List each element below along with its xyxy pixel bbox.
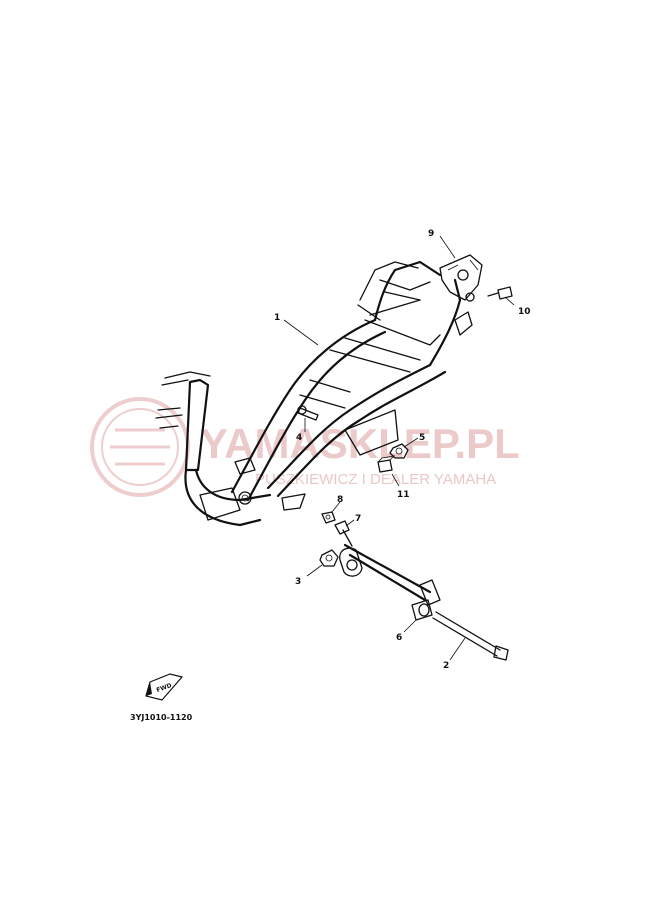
long-bolt-2: [432, 611, 509, 661]
engine-hanger-link: [339, 543, 441, 606]
callout-labels: 1 2 3 4 5 6 7 8 9 10 11: [274, 229, 531, 671]
stud-bolt-4: [297, 405, 319, 421]
main-frame: [155, 260, 473, 527]
callout-4: 4: [296, 433, 302, 443]
callout-9: 9: [428, 229, 434, 239]
bolt-10: [487, 286, 513, 300]
callout-7: 7: [355, 514, 361, 524]
callout-6: 6: [396, 633, 402, 643]
nut-3: [319, 549, 339, 567]
watermark-logo-icon: [90, 397, 190, 497]
watermark: YAMASKLEP.PL PUSZKIEWICZ I DEALER YAMAHA: [90, 397, 520, 497]
callout-8: 8: [337, 495, 343, 505]
bushing-6: [411, 599, 433, 621]
engine-mount-bracket: [439, 254, 483, 302]
fwd-arrow-icon: FWD: [145, 673, 184, 701]
collar-11: [377, 455, 396, 473]
watermark-subtitle: PUSZKIEWICZ I DEALER YAMAHA: [255, 471, 496, 488]
nut-8: [321, 511, 336, 524]
leader-lines: [283, 235, 515, 661]
callout-2: 2: [443, 661, 449, 671]
callout-10: 10: [518, 307, 531, 317]
bolt-7: [334, 520, 353, 547]
fwd-label: FWD: [156, 682, 173, 694]
watermark-brand: YAMASKLEP.PL: [200, 420, 520, 467]
callout-3: 3: [295, 577, 301, 587]
callout-5: 5: [419, 433, 425, 443]
nut-5: [389, 443, 409, 459]
callout-11: 11: [397, 490, 410, 500]
diagram-code: 3YJ1010-1120: [130, 713, 193, 722]
callout-1: 1: [274, 313, 280, 323]
